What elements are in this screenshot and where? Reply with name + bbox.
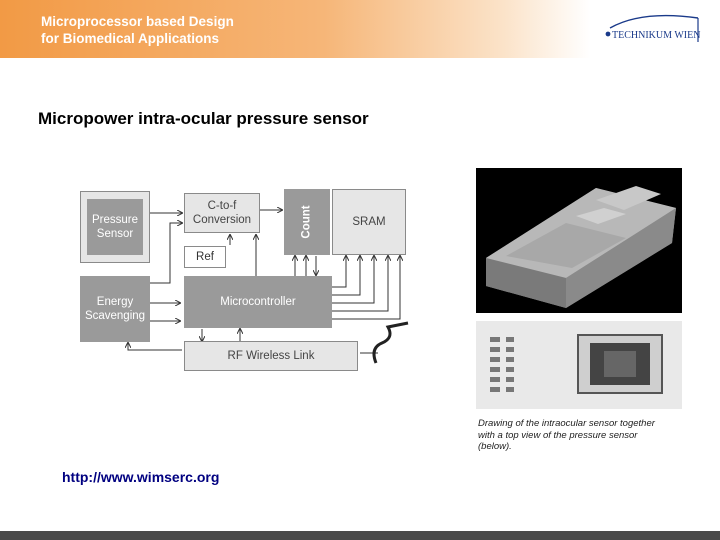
c-to-f-label-1: C-to-f <box>207 200 237 212</box>
antenna-icon <box>372 321 409 364</box>
logo-text: TECHNIKUM WIEN <box>612 30 700 41</box>
technikum-wien-logo: TECHNIKUM WIEN <box>605 14 700 42</box>
bus-sram-4 <box>332 256 388 312</box>
header-title: Microprocessor based Design for Biomedic… <box>41 13 234 47</box>
count-label: Count <box>301 205 313 239</box>
header-title-line2: for Biomedical Applications <box>41 31 220 46</box>
rf-wireless-link-block: RF Wireless Link <box>184 341 358 371</box>
sensor-3d-drawing <box>476 168 682 313</box>
energy-label-1: Energy <box>96 296 134 308</box>
diagram-connections <box>70 183 409 364</box>
pressure-sensor-outer: Pressure Sensor <box>80 191 150 263</box>
c-to-f-label-2: Conversion <box>192 214 252 226</box>
energy-scavenging-block: Energy Scavenging <box>80 276 150 342</box>
slide-title: Micropower intra-ocular pressure sensor <box>38 109 369 128</box>
sensor-top-view <box>476 321 682 409</box>
bus-sram-3 <box>332 256 374 304</box>
energy-label-2: Scavenging <box>84 310 146 322</box>
count-block: Count <box>284 189 330 255</box>
bus-sram-2 <box>332 256 360 296</box>
sram-label: SRAM <box>352 216 386 228</box>
sram-block: SRAM <box>332 189 406 255</box>
c-to-f-conversion-block: C-to-f Conversion <box>184 193 260 233</box>
ref-block: Ref <box>184 246 226 268</box>
header-banner: Microprocessor based Design for Biomedic… <box>0 0 720 58</box>
bus-sram-1 <box>332 256 346 288</box>
bus-sram-5 <box>332 256 400 320</box>
pressure-sensor-block: Pressure Sensor <box>87 199 143 255</box>
arrow-energy-cf <box>150 223 182 284</box>
caption-line1: Drawing of the intraocular sensor togeth… <box>478 418 655 429</box>
microcontroller-block: Microcontroller <box>184 276 332 328</box>
footer-bar <box>0 531 720 540</box>
header-title-line1: Microprocessor based Design <box>41 14 234 29</box>
arrow-rf-energy <box>128 343 182 351</box>
pressure-sensor-label-2: Sensor <box>96 228 134 240</box>
figure-caption: Drawing of the intraocular sensor togeth… <box>478 418 678 453</box>
block-diagram: Pressure Sensor C-to-f Conversion Count … <box>70 183 450 383</box>
source-link[interactable]: http://www.wimserc.org <box>62 469 220 485</box>
rf-link-label: RF Wireless Link <box>227 350 315 362</box>
caption-line3: (below). <box>478 441 512 452</box>
caption-line2: with a top view of the pressure sensor <box>478 429 638 441</box>
microcontroller-label: Microcontroller <box>220 296 296 308</box>
ref-label: Ref <box>196 251 214 263</box>
pressure-sensor-label-1: Pressure <box>91 214 139 226</box>
